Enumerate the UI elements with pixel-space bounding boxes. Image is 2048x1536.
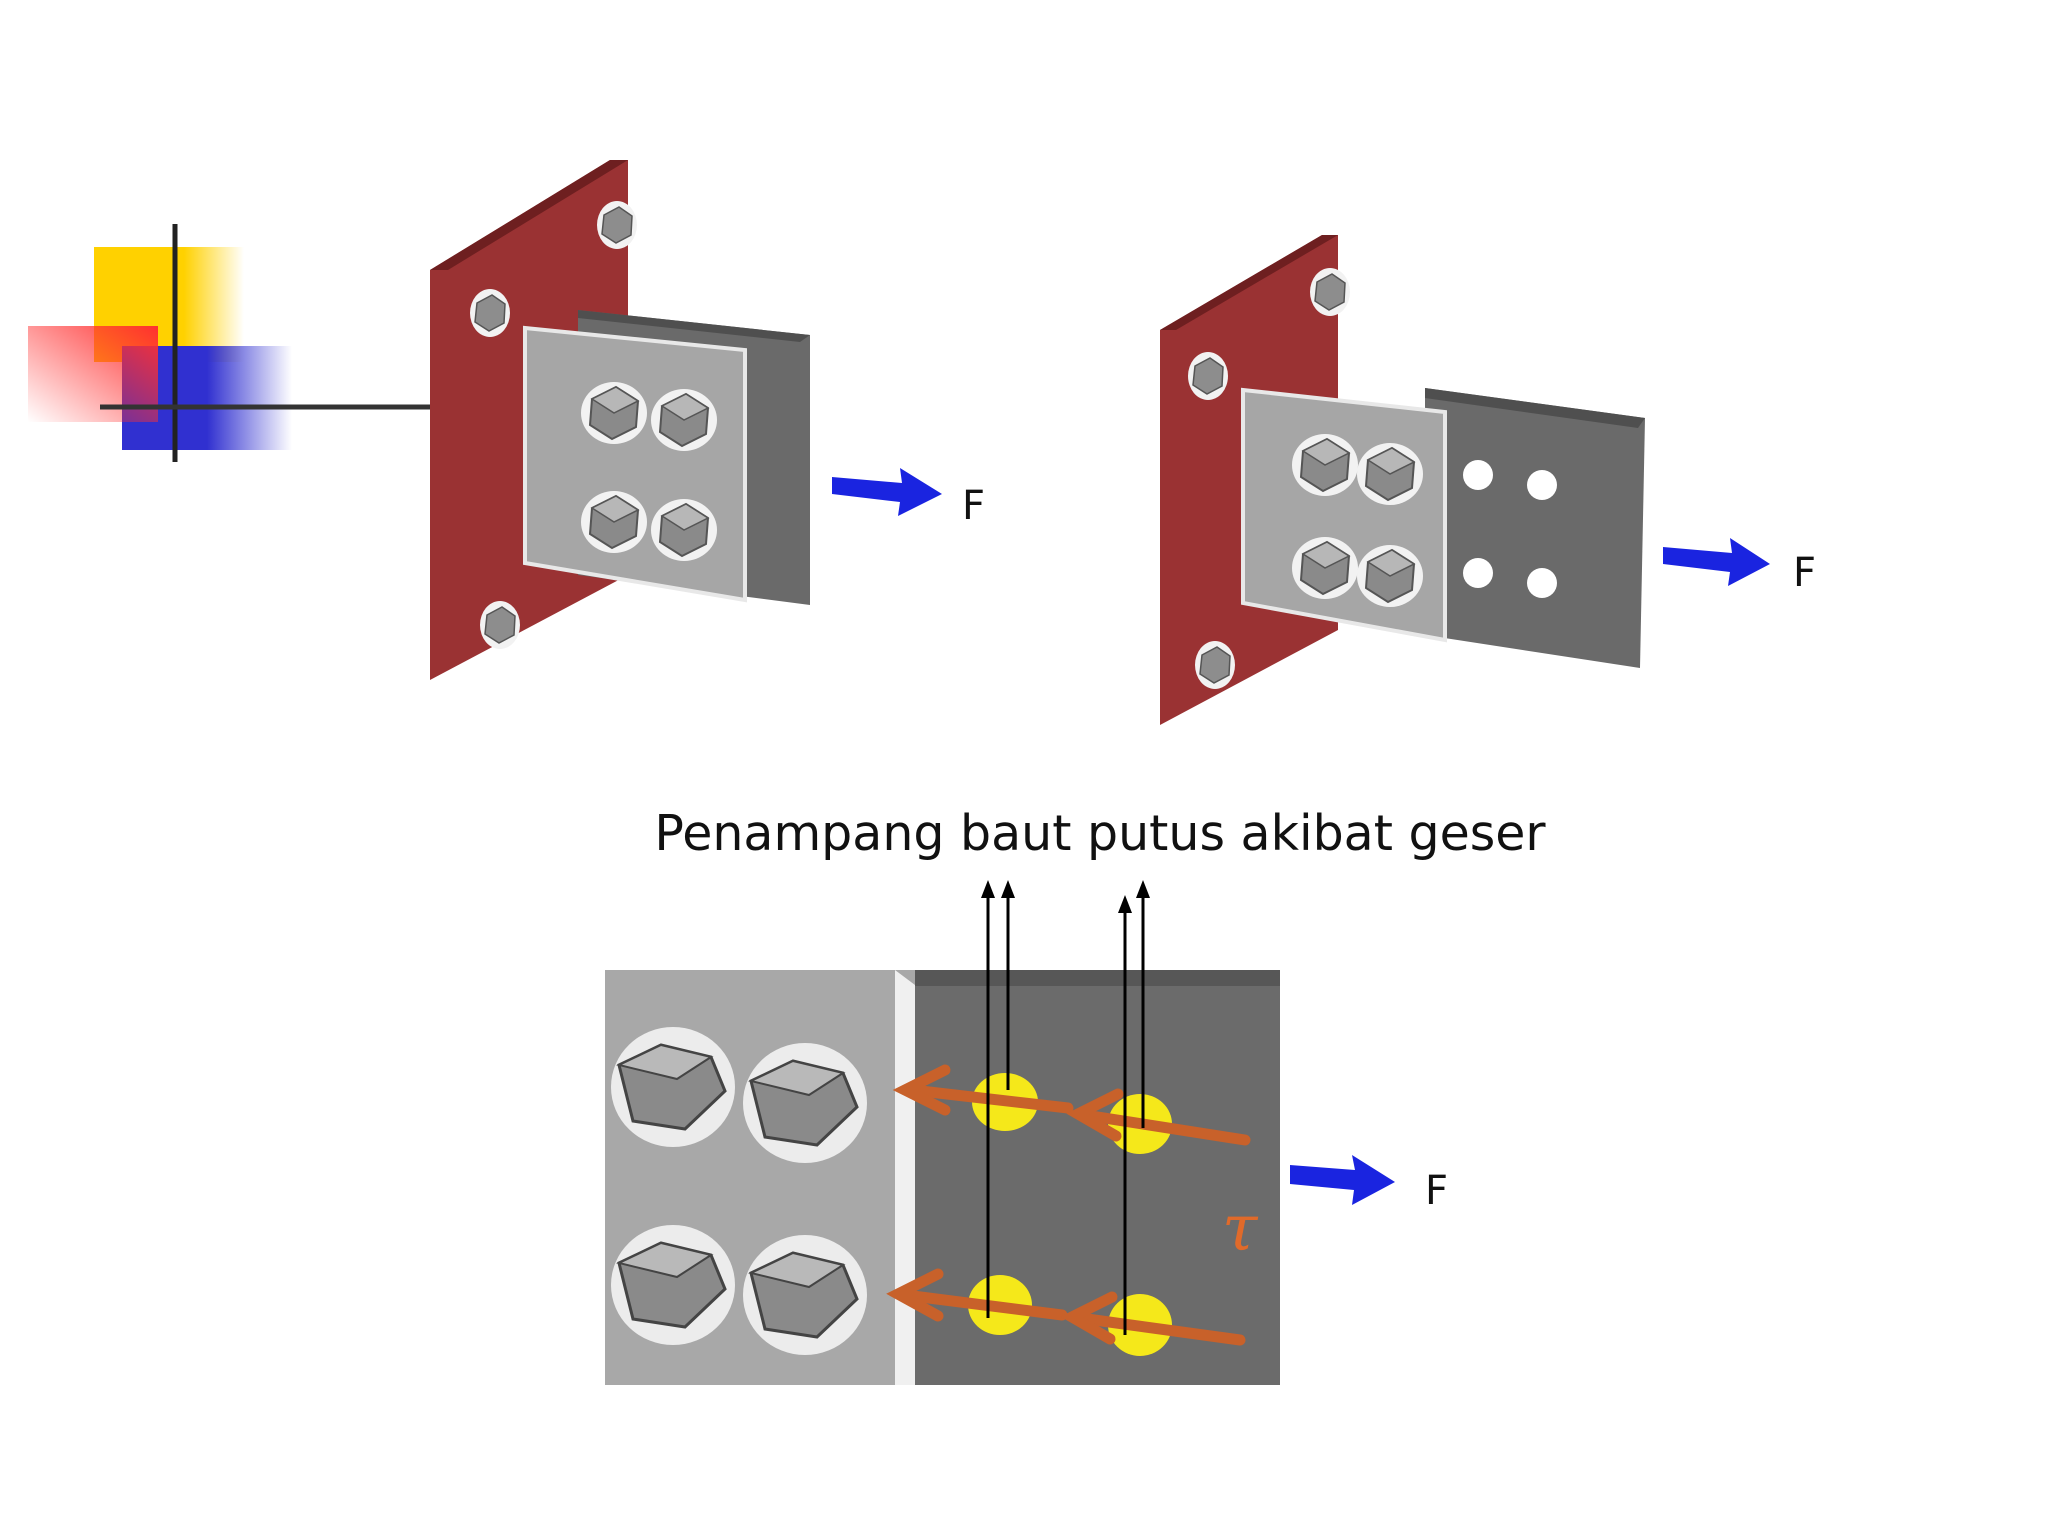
connection-intact [430,160,810,680]
anchor-bolt [1194,640,1236,690]
force-label-2: F [1793,550,1817,596]
shear-arrow [892,1064,1074,1116]
bolt-head [609,1223,737,1347]
empty-bolt-hole [1527,470,1557,500]
bolt-head [741,1233,869,1357]
shear-arrow [886,1268,1068,1322]
detail-view [605,880,1280,1385]
pointer-lines [986,890,1145,1335]
splice-plate [523,325,747,603]
anchor-bolt [1309,267,1351,317]
bolt-head [741,1041,869,1165]
tee-plate-back [1425,388,1645,668]
decoration-corner [28,224,1960,462]
shear-arrow [1060,1291,1246,1346]
shear-stress-symbol: τ [1222,1192,1258,1266]
bolt-head [1291,433,1359,497]
force-label-1: F [962,483,986,529]
empty-bolt-hole [1463,558,1493,588]
bolt-head [1356,442,1424,506]
splice-plate [1241,387,1447,643]
force-arrow-2 [1663,538,1770,586]
anchor-bolt [596,200,638,250]
bolt-head [580,490,648,554]
force-arrow-1 [832,468,942,516]
connection-failed [1160,235,1645,725]
bolt-head [609,1025,737,1149]
bolt-head [1291,536,1359,600]
bolt-head [650,498,718,562]
force-arrow-3 [1290,1155,1395,1205]
bolt-head [580,381,648,445]
diagram-caption: Penampang baut putus akibat geser [654,805,1546,862]
force-label-3: F [1425,1168,1449,1214]
empty-bolt-hole [1463,460,1493,490]
bolt-head [1356,544,1424,608]
shear-arrow [1066,1088,1251,1146]
pointer-arrowheads [981,880,1150,913]
anchor-bolt [479,600,521,650]
empty-bolt-hole [1527,568,1557,598]
anchor-bolt [469,288,511,338]
bolt-head [650,388,718,452]
anchor-bolt [1187,351,1229,401]
